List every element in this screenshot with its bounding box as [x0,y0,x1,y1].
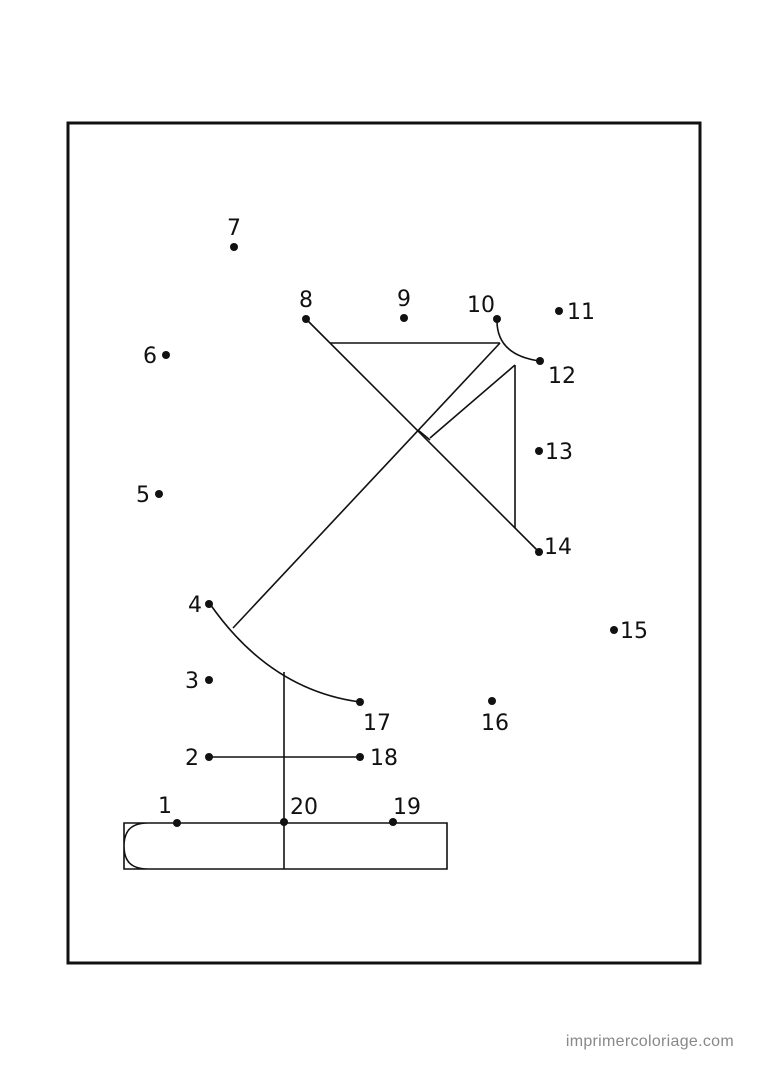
dot-18: 18 [356,746,398,771]
dot-marker [302,315,310,323]
dot-9: 9 [397,287,411,322]
dot-number: 4 [188,593,202,618]
dot-number: 10 [467,293,495,318]
dot-number: 8 [299,288,313,313]
dot-marker [280,818,288,826]
dot-17: 17 [356,698,391,736]
lower-arc [209,603,361,703]
dot-13: 13 [535,440,573,465]
site-credit[interactable]: imprimercoloriage.com [565,1033,734,1050]
dot-number: 15 [620,619,648,644]
lamp-base-outline [123,822,448,870]
dot-marker [356,698,364,706]
dot-marker [493,315,501,323]
dot-marker [356,753,364,761]
dot-number: 13 [545,440,573,465]
dot-marker [389,818,397,826]
page-frame [66,121,702,965]
dot-number: 2 [185,746,199,771]
dot-number: 20 [290,795,318,820]
dot-marker [173,819,181,827]
dot-marker [610,626,618,634]
dot-number: 16 [481,711,509,736]
dot-number: 9 [397,287,411,312]
dot-number: 17 [363,711,391,736]
dot-3: 3 [185,669,213,694]
dot-marker [535,447,543,455]
dot-number: 3 [185,669,199,694]
dot-marker [155,490,163,498]
dot-19: 19 [389,795,421,826]
dot-number: 11 [567,300,595,325]
dot-marker [488,697,496,705]
dot-marker [230,243,238,251]
dot-16: 16 [481,697,509,736]
dot-8: 8 [299,288,313,323]
dot-number: 7 [227,216,241,241]
dot-marker [536,357,544,365]
dot-number: 6 [143,344,157,369]
lamp-guide-lines [123,318,541,870]
dot-number: 18 [370,746,398,771]
dot-5: 5 [136,483,163,508]
dot-number: 1 [158,794,172,819]
dot-1: 1 [158,794,181,827]
shade-curve [496,318,541,362]
shade-diagonal [305,318,540,553]
dot-12: 12 [536,357,576,389]
dot-4: 4 [188,593,213,618]
dot-number: 19 [393,795,421,820]
dot-marker [555,307,563,315]
dot-15: 15 [610,619,648,644]
dot-7: 7 [227,216,241,251]
arm-line-1 [232,342,501,629]
dot-marker [205,676,213,684]
dot-number: 5 [136,483,150,508]
dot-20: 20 [280,795,318,826]
dot-14: 14 [535,535,572,560]
dot-number: 14 [544,535,572,560]
dot-number: 12 [548,364,576,389]
dot-marker [162,351,170,359]
dot-2: 2 [185,746,213,771]
dot-marker [205,753,213,761]
dot-marker [535,548,543,556]
dot-marker [205,600,213,608]
dot-marker [400,314,408,322]
dot-6: 6 [143,344,170,369]
dot-10: 10 [467,293,501,323]
arm-joint [417,429,431,441]
dot-11: 11 [555,300,595,325]
arm-line-2 [429,364,516,439]
